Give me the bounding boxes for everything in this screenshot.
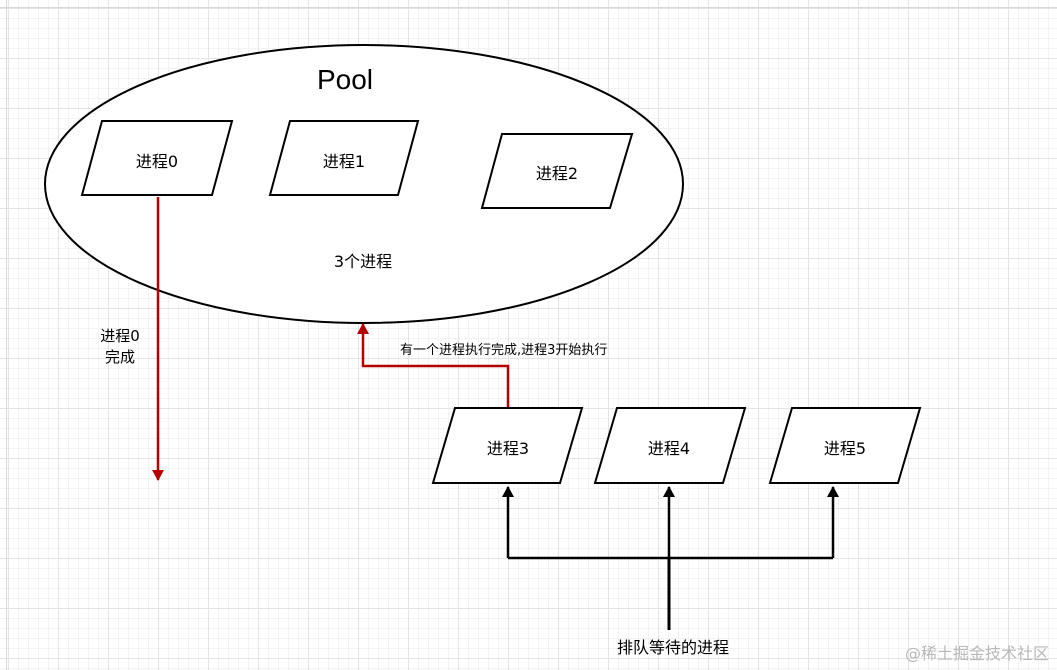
pool-capacity-label: 3个进程	[333, 252, 393, 271]
canvas-border-top	[0, 7, 1057, 8]
handoff-arrow	[357, 323, 510, 407]
process-3-label: 进程3	[486, 439, 530, 458]
process-2-label: 进程2	[535, 164, 579, 183]
process-1-shape	[268, 120, 420, 196]
process-4-label: 进程4	[647, 439, 691, 458]
process-1-label: 进程1	[322, 152, 366, 171]
queue-label: 排队等待的进程	[616, 638, 729, 657]
done-annotation: 进程0 完成	[100, 327, 140, 366]
handoff-annotation: 有一个进程执行完成,进程3开始执行	[400, 343, 608, 358]
process-2-shape	[480, 133, 634, 209]
process-5-label: 进程5	[823, 439, 867, 458]
process-5-shape	[768, 407, 922, 484]
process-0-label: 进程0	[135, 152, 179, 171]
process-3-shape	[431, 407, 584, 484]
process-4-shape	[593, 407, 747, 484]
watermark: @稀土掘金技术社区	[904, 644, 1049, 663]
canvas-border-left	[6, 0, 7, 670]
pool-title: Pool	[316, 64, 374, 95]
process-0-shape	[80, 120, 234, 196]
